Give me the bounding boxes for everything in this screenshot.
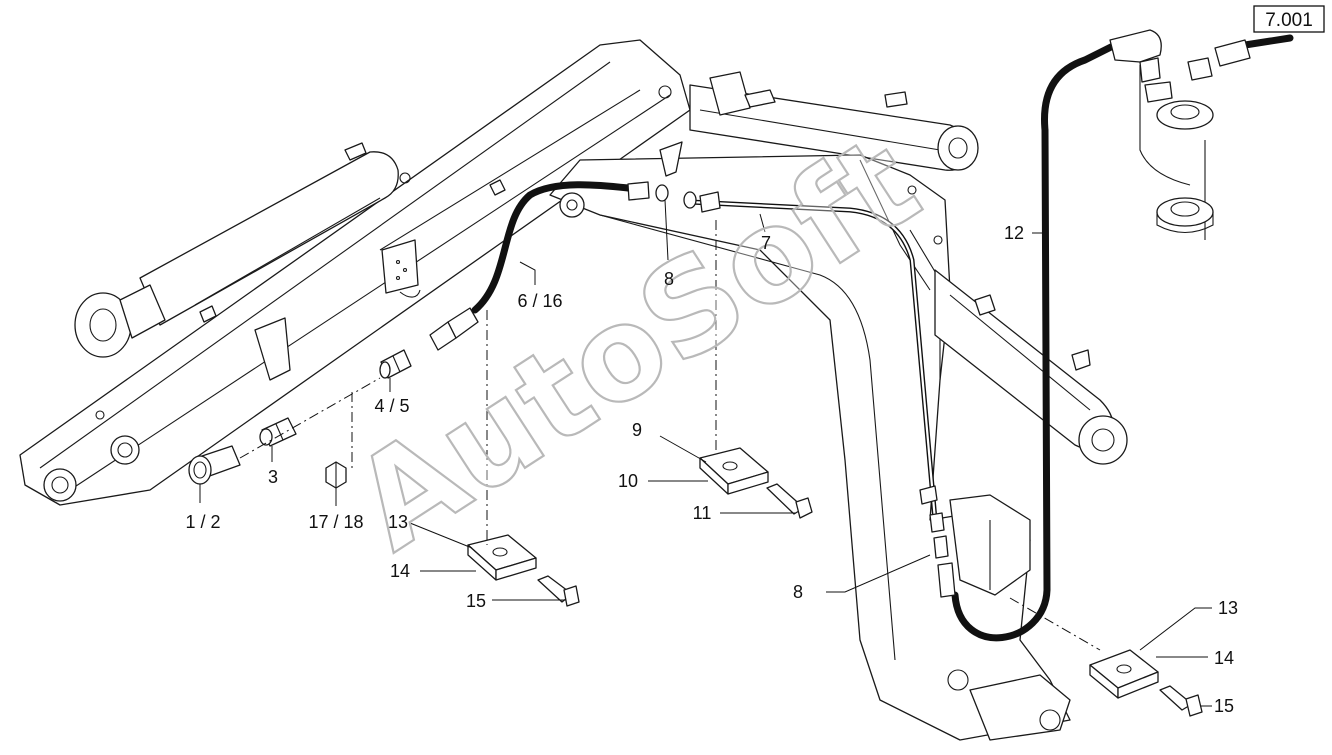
adapter-3 — [259, 417, 297, 447]
union-4-5 — [379, 349, 412, 379]
bucket-cylinder — [74, 142, 399, 358]
hose-12 — [951, 41, 1119, 642]
label-8-bottom: 8 — [793, 582, 803, 602]
boom-cylinder — [934, 269, 1128, 465]
leader-lines — [199, 199, 1212, 707]
label-8-top: 8 — [664, 269, 674, 289]
label-15-left: 15 — [466, 591, 486, 611]
label-13-left: 13 — [388, 512, 408, 532]
label-7: 7 — [761, 233, 771, 253]
hose-6-16 — [471, 181, 632, 314]
part-labels: 1 / 2 3 4 / 5 6 / 16 7 8 8 9 10 11 12 13… — [185, 223, 1238, 716]
label-14-right: 14 — [1214, 648, 1234, 668]
swing-post-inset — [1139, 65, 1214, 240]
hose-end-fitting — [429, 307, 479, 351]
label-9: 9 — [632, 420, 642, 440]
fittings — [188, 29, 1251, 598]
label-11: 11 — [693, 503, 712, 523]
assembly-lines — [239, 220, 1101, 651]
hoses-and-pipes — [471, 34, 1294, 642]
clamp-13-14-right — [1089, 649, 1203, 717]
label-14-left: 14 — [390, 561, 410, 581]
label-15-right: 15 — [1214, 696, 1234, 716]
fitting-8-bottom — [919, 485, 956, 598]
label-4-5: 4 / 5 — [374, 396, 409, 416]
label-12: 12 — [1004, 223, 1024, 243]
clamp-13-14-left — [467, 534, 580, 607]
reference-box: 7.001 — [1253, 5, 1325, 33]
label-3: 3 — [268, 467, 278, 487]
reference-code: 7.001 — [1265, 10, 1313, 31]
fitting-8-top — [627, 141, 721, 213]
label-1-2: 1 / 2 — [185, 512, 220, 532]
label-6-16: 6 / 16 — [517, 291, 562, 311]
clamp-9-10 — [699, 447, 813, 519]
label-17-18: 17 / 18 — [308, 512, 363, 532]
arm-cylinder — [689, 71, 979, 171]
label-10: 10 — [618, 471, 638, 491]
quick-coupler-1-2 — [188, 445, 241, 485]
label-13-right: 13 — [1218, 598, 1238, 618]
cap-17-18 — [325, 461, 347, 489]
dipper-arm — [19, 39, 691, 506]
elbow-fittings-top — [1109, 29, 1251, 103]
